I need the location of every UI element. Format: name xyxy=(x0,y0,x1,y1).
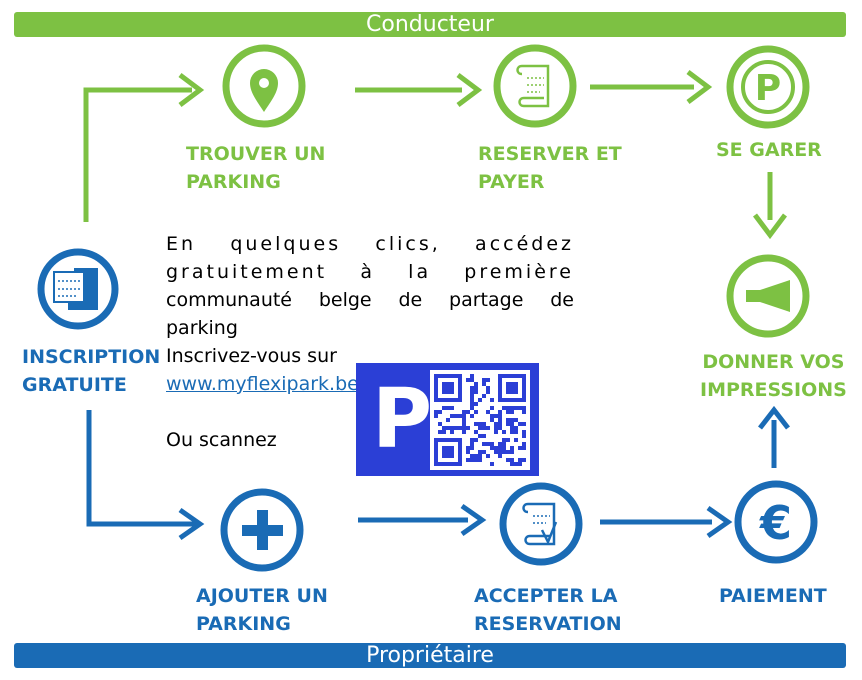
step-label-trouver: TROUVER UN PARKING xyxy=(186,143,326,193)
arrowhead-accepter xyxy=(460,503,487,537)
step-label-reserver: RESERVER ET PAYER xyxy=(478,143,622,193)
arrowhead-trouver xyxy=(178,73,205,107)
step-label-ajouter: AJOUTER UN PARKING xyxy=(196,585,328,635)
intro-line-1: En quelques clics, accédez xyxy=(166,233,574,255)
owner-connectors xyxy=(86,405,790,541)
map-pin-icon xyxy=(222,44,306,128)
arrowhead-garer xyxy=(686,70,713,104)
owner-band: Propriétaire xyxy=(14,643,846,668)
document-icon xyxy=(37,248,119,330)
parking-p-icon: P xyxy=(726,45,810,129)
arrowhead-impressions-up xyxy=(758,405,790,430)
step-label-garer: SE GARER xyxy=(716,139,822,161)
intro-text: En quelques clics, accédez gratuitement … xyxy=(166,230,574,454)
step-label-accepter: ACCEPTER LA RESERVATION xyxy=(474,585,622,635)
intro-line-4: parking xyxy=(166,317,238,339)
flexipark-logo-p: P xyxy=(372,372,433,467)
driver-connectors xyxy=(83,84,773,222)
arrowhead-reserver xyxy=(456,73,483,107)
scan-text: Ou scannez xyxy=(166,429,277,451)
arrow-inscription-to-trouver xyxy=(83,87,192,222)
qr-code-icon[interactable] xyxy=(430,370,530,470)
arrowhead-paiement xyxy=(706,505,733,539)
intro-line-3: communauté belge de partage de xyxy=(166,289,574,311)
plus-icon xyxy=(220,488,304,572)
step-label-impressions: DONNER VOS IMPRESSIONS xyxy=(700,351,847,401)
arrow-inscription-to-ajouter xyxy=(86,410,196,527)
scroll-icon xyxy=(493,44,577,128)
megaphone-icon xyxy=(726,254,810,338)
step-label-inscription: INSCRIPTION GRATUITE xyxy=(22,346,161,396)
step-label-paiement: PAIEMENT xyxy=(719,585,827,607)
svg-text:€: € xyxy=(759,496,792,550)
driver-band: Conducteur xyxy=(14,12,846,37)
scroll-check-icon xyxy=(499,482,583,566)
euro-icon: € xyxy=(734,480,818,564)
intro-line-5: Inscrivez-vous sur xyxy=(166,345,337,367)
website-link[interactable]: www.myflexipark.be xyxy=(166,373,359,395)
intro-line-2: gratuitement à la première xyxy=(166,261,574,283)
svg-text:P: P xyxy=(755,68,781,109)
arrowhead-ajouter xyxy=(178,507,205,541)
arrowhead-impressions xyxy=(753,213,787,240)
